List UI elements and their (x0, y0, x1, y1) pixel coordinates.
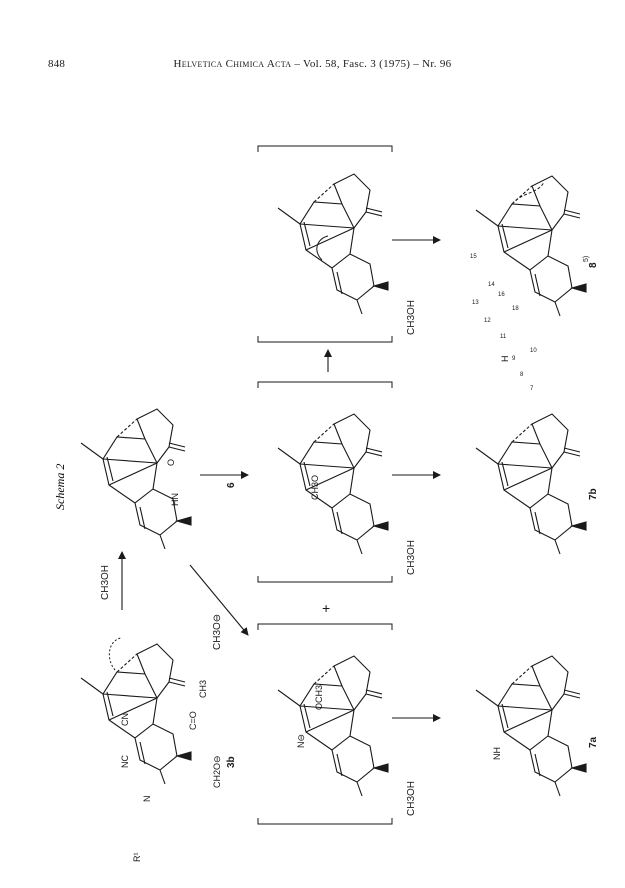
compound-8-footnote: 5) (583, 256, 590, 262)
atom-label-h: H (500, 356, 510, 363)
reaction-arrows (118, 236, 441, 722)
reagent-label-1: CH3OH (100, 565, 111, 600)
structure-6 (80, 408, 192, 550)
compound-label-8: 8 (588, 262, 599, 268)
compound-label-6: 6 (226, 482, 237, 488)
ring-number: 13 (472, 300, 479, 306)
plus-sign: + (322, 600, 330, 616)
reagent-label-5: CH3OH (406, 781, 417, 816)
reaction-scheme: Schema 2 (0, 90, 625, 888)
ring-number: 7 (530, 386, 534, 392)
reagent-label-4: CH3OH (406, 540, 417, 575)
reagent-label-2: CH3O⊖ (212, 614, 223, 650)
ring-number: 15 (470, 254, 477, 260)
ring-number: 14 (488, 282, 495, 288)
atom-label-ch3: CH3 (198, 680, 208, 698)
structure-8 (475, 175, 587, 317)
compound-label-7b: 7b (588, 488, 599, 500)
compound-label-3b: 3b (226, 756, 237, 768)
atom-label-n: N (142, 796, 152, 803)
atom-label-nh: NH (492, 747, 502, 760)
atom-label-c-eq-o: C=O (188, 711, 198, 730)
scheme-title: Schema 2 (53, 464, 67, 510)
atom-label-r1: R¹ (132, 853, 142, 863)
intermediate-brackets (257, 145, 393, 825)
structure-intermediate-top (277, 173, 389, 315)
atom-label-cn: CN (120, 713, 130, 726)
atom-label-nminus: N⊖ (296, 734, 306, 748)
ring-number: 12 (484, 318, 491, 324)
structure-intermediate-bottom (277, 655, 389, 797)
ring-number: 18 (512, 306, 519, 312)
reagent-label-3: CH3OH (406, 300, 417, 335)
ring-number: 8 (520, 372, 524, 378)
structure-3b (80, 637, 192, 785)
compound-label-7a: 7a (588, 736, 599, 748)
atom-label-och3: OCH3 (314, 685, 324, 710)
atom-label-nc: NC (120, 755, 130, 768)
running-head-separator: – (291, 58, 304, 70)
journal-name: Helvetica Chimica Acta (173, 58, 292, 70)
ring-number: 9 (512, 356, 516, 362)
volume-info: Vol. 58, Fasc. 3 (1975) – Nr. 96 (303, 58, 452, 70)
atom-label-ch2o: CH2O⊖ (212, 755, 222, 788)
ring-number: 16 (498, 292, 505, 298)
page-number: 848 (48, 58, 66, 70)
structure-intermediate-middle (277, 413, 389, 555)
ring-number: 11 (500, 334, 507, 340)
running-head: Helvetica Chimica Acta – Vol. 58, Fasc. … (0, 58, 625, 70)
ring-numbering: 7 8 9 10 11 12 13 14 15 16 18 (470, 254, 537, 392)
atom-label-ch3o: CH3O (310, 475, 320, 500)
scheme-drawing: Schema 2 (53, 145, 599, 863)
page-header: 848 Helvetica Chimica Acta – Vol. 58, Fa… (0, 0, 625, 90)
structure-7b (475, 413, 587, 555)
atom-label-o: O (166, 459, 176, 466)
atom-label-hn: HN (170, 493, 180, 506)
structure-7a (475, 655, 587, 797)
ring-number: 10 (530, 348, 537, 354)
